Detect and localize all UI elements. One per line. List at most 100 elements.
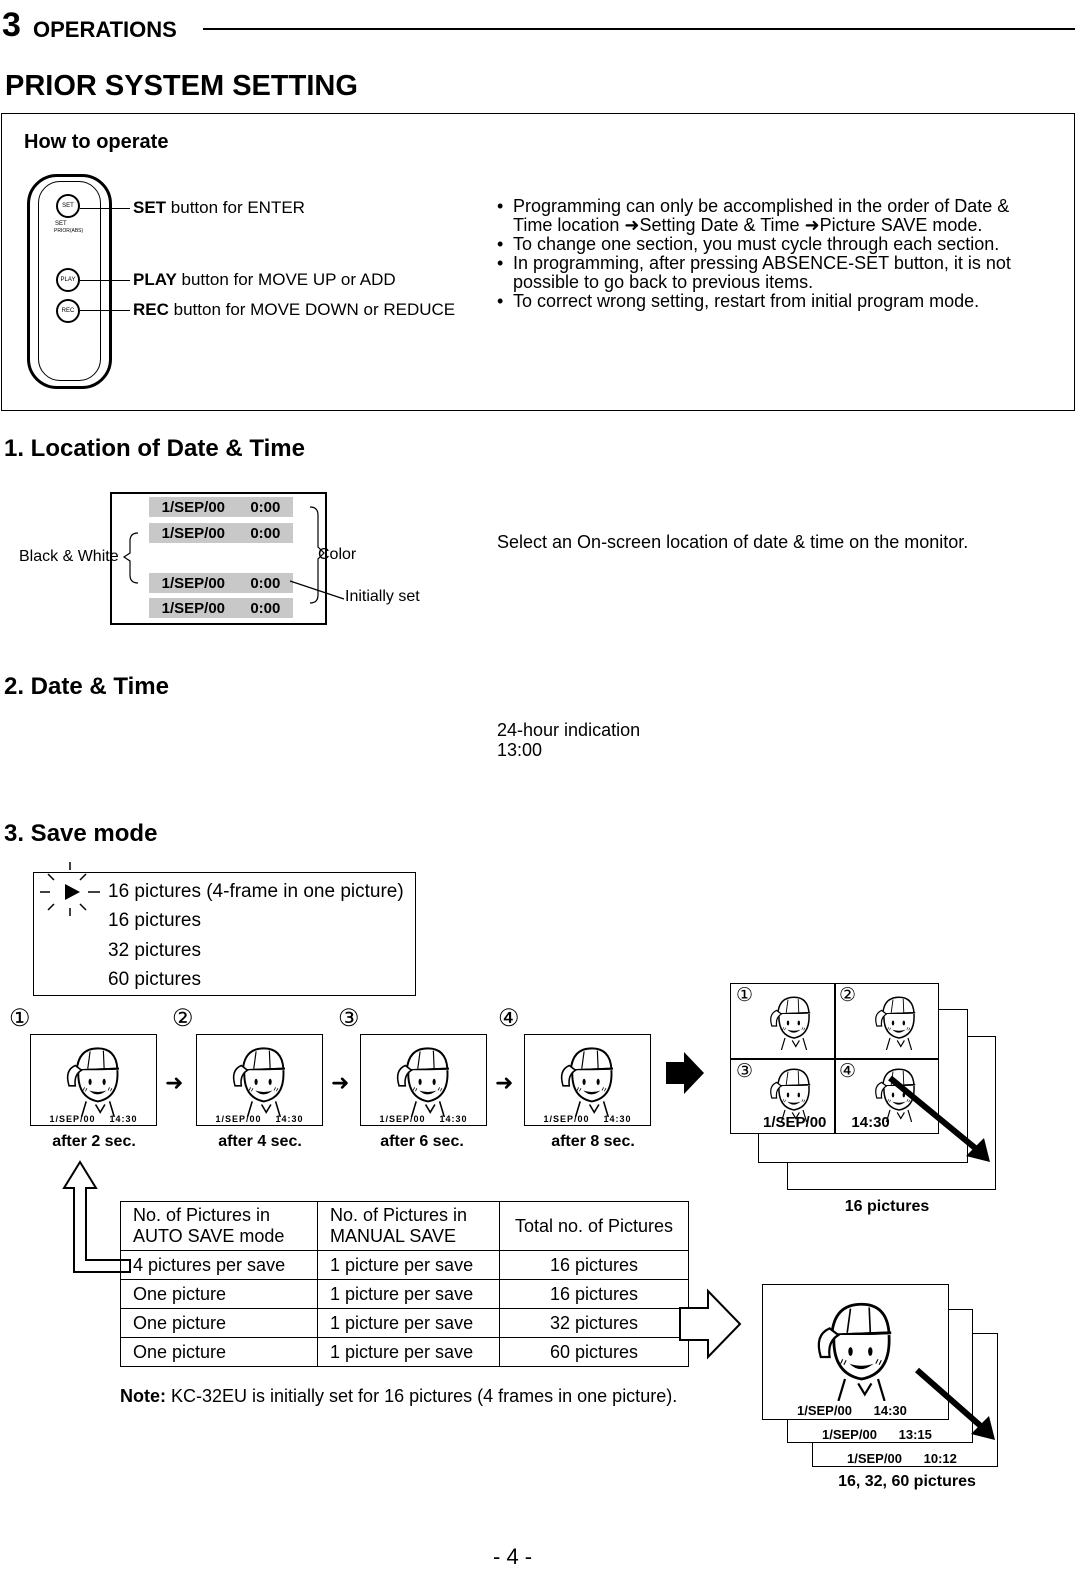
step-frame: 1/SEP/00 14:30	[30, 1034, 157, 1126]
save-option-2: 16 pictures	[108, 910, 201, 931]
frame-timestamp: 1/SEP/00 14:30	[361, 1114, 486, 1124]
note-text: KC-32EU is initially set for 16 pictures…	[166, 1386, 678, 1406]
diagonal-arrow-icon	[888, 1075, 990, 1162]
set-button: SET	[56, 194, 80, 218]
section2-heading: 2. Date & Time	[4, 673, 169, 700]
frame-timestamp: 1/SEP/00 14:30	[197, 1114, 322, 1124]
table-cell: 4 pictures per save	[120, 1250, 318, 1280]
dt-date: 1/SEP/00	[161, 498, 226, 516]
datetime-bottom-1: 1/SEP/00 0:00	[149, 573, 293, 593]
label-black-white: Black & White	[19, 548, 119, 565]
rec-callout-line	[80, 310, 130, 311]
single-picture-frame: 1/SEP/00 14:30	[762, 1284, 949, 1420]
section1-brackets	[122, 506, 345, 604]
dt-time: 0:00	[250, 498, 281, 516]
step-caption: after 2 sec.	[52, 1133, 136, 1150]
dt-date: 1/SEP/00	[161, 574, 226, 592]
table-cell: 1 picture per save	[317, 1308, 500, 1338]
quad-number: ④	[839, 1061, 857, 1082]
quad-time: 14:30	[851, 1114, 890, 1131]
table-cell: 1 picture per save	[317, 1279, 500, 1309]
chapter-number: 3	[2, 6, 21, 44]
play-callout-line	[80, 280, 130, 281]
header-line: AUTO SAVE mode	[133, 1226, 285, 1246]
play-button: PLAY	[56, 268, 80, 292]
note-order-step2: Setting Date & Time	[639, 215, 800, 235]
note-order: Programming can only be accomplished in …	[497, 197, 1057, 235]
stamp-1: 1/SEP/00 14:30	[797, 1403, 907, 1418]
arrow-icon: ➜	[624, 215, 640, 235]
step-number: ②	[172, 1005, 194, 1032]
table-cell: One picture	[120, 1337, 318, 1367]
boy-illustration	[55, 1039, 133, 1117]
hollow-right-arrow-icon	[679, 1288, 742, 1360]
frame-date: 1/SEP/00	[215, 1114, 262, 1124]
note-order-line1: Programming can only be accomplished in …	[513, 196, 1010, 216]
frame-date: 1/SEP/00	[379, 1114, 426, 1124]
arrow-icon: ➜	[804, 215, 820, 235]
datetime-bottom-2: 1/SEP/00 0:00	[149, 598, 293, 618]
single-caption: 16, 32, 60 pictures	[838, 1473, 976, 1490]
dt-time: 0:00	[250, 599, 281, 617]
quad-date: 1/SEP/00	[763, 1114, 827, 1131]
quad-timestamp: 1/SEP/00 14:30	[763, 1114, 890, 1131]
dt-time: 0:00	[250, 574, 281, 592]
table-row: 4 pictures per save 1 picture per save 1…	[120, 1250, 689, 1280]
remote-prog-label: PRIOR(ABS)	[54, 228, 84, 234]
step-number: ①	[9, 1005, 31, 1032]
boy-illustration	[221, 1039, 299, 1117]
boy-illustration	[761, 1062, 821, 1122]
step-caption: after 4 sec.	[218, 1133, 302, 1150]
table-cell: 32 pictures	[499, 1308, 689, 1338]
play-callout: PLAY button for MOVE UP or ADD	[133, 270, 396, 290]
frame-time: 14:30	[109, 1114, 138, 1124]
quad-frame: ① ② ③ ④ 1/SEP/00 14:30	[730, 983, 939, 1134]
note-label: Note:	[120, 1386, 166, 1406]
rec-callout-text: button for MOVE DOWN or REDUCE	[168, 300, 456, 319]
stamp-date: 1/SEP/00	[797, 1403, 852, 1418]
play-callout-text: button for MOVE UP or ADD	[176, 270, 396, 289]
dt-date: 1/SEP/00	[161, 599, 226, 617]
page-title: PRIOR SYSTEM SETTING	[5, 70, 358, 102]
table-cell: 16 pictures	[499, 1279, 689, 1309]
boy-illustration	[549, 1039, 627, 1117]
datetime-top-1: 1/SEP/00 0:00	[149, 497, 293, 517]
set-callout-line	[80, 208, 130, 209]
stamp-date: 1/SEP/00	[822, 1427, 877, 1442]
stamp-time: 14:30	[873, 1403, 907, 1418]
quad-caption: 16 pictures	[844, 1198, 930, 1215]
bold-arrow-right-icon	[666, 1052, 704, 1094]
frame-time: 14:30	[275, 1114, 304, 1124]
label-color: Color	[318, 546, 357, 563]
note: Note: KC-32EU is initially set for 16 pi…	[120, 1386, 677, 1407]
step-caption: after 6 sec.	[380, 1133, 464, 1150]
table-header-cell: Total no. of Pictures	[499, 1201, 689, 1251]
save-mode-menu	[33, 872, 416, 996]
table-row: One picture 1 picture per save 32 pictur…	[120, 1308, 689, 1338]
arrow-right-icon: ➜	[165, 1070, 184, 1095]
label-initially-set: Initially set	[345, 588, 420, 605]
set-callout: SET button for ENTER	[133, 198, 305, 218]
frame-time: 14:30	[603, 1114, 632, 1124]
frame-time: 14:30	[439, 1114, 468, 1124]
section2-line1: 24-hour indication	[497, 720, 641, 740]
stamp-date: 1/SEP/00	[847, 1451, 902, 1466]
note-order-step3: Picture SAVE mode.	[819, 215, 983, 235]
note-restart: To correct wrong setting, restart from i…	[497, 292, 1057, 312]
table-cell: 1 picture per save	[317, 1337, 500, 1367]
table-cell: One picture	[120, 1279, 318, 1309]
header-line: MANUAL SAVE	[330, 1226, 457, 1246]
section3-heading: 3. Save mode	[4, 820, 158, 847]
set-button-label: SET	[62, 203, 74, 209]
stamp-3: 1/SEP/00 10:12	[847, 1451, 957, 1466]
header-line: No. of Pictures in	[330, 1205, 468, 1225]
table-row: One picture 1 picture per save 60 pictur…	[120, 1337, 689, 1367]
frame-date: 1/SEP/00	[49, 1114, 96, 1124]
how-to-operate-box	[1, 113, 1075, 411]
table-cell: 60 pictures	[499, 1337, 689, 1367]
note-absence: In programming, after pressing ABSENCE-S…	[497, 254, 1057, 292]
section1-heading: 1. Location of Date & Time	[4, 435, 305, 462]
